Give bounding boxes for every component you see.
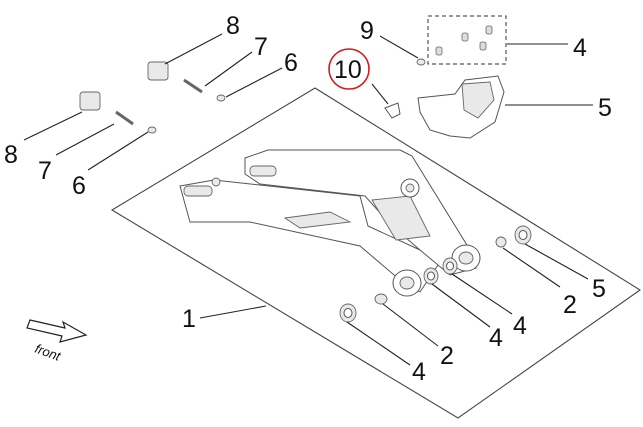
part-8-nut-block-lower xyxy=(79,91,101,111)
callout-4-d: 5 xyxy=(592,275,606,303)
callout-4-c: 4 xyxy=(513,312,527,340)
bearings xyxy=(339,225,532,323)
callout-7-lower: 7 xyxy=(38,157,52,185)
front-label: front xyxy=(33,341,64,364)
part-8-nut-block-upper xyxy=(147,61,169,81)
callout-7-upper: 7 xyxy=(254,33,268,61)
callout-1: 1 xyxy=(182,305,196,333)
callout-2-b: 2 xyxy=(563,291,577,319)
part-7-bolt-upper xyxy=(183,78,203,94)
callout-8-upper: 8 xyxy=(226,12,240,40)
callout-2-a: 2 xyxy=(440,342,454,370)
callout-5: 5 xyxy=(598,94,612,122)
callout-6-upper: 6 xyxy=(284,49,298,77)
callout-8-lower: 8 xyxy=(4,141,18,169)
callout-4-a: 4 xyxy=(412,358,426,386)
part-10-bracket xyxy=(384,102,401,119)
part-9-washer xyxy=(416,58,426,66)
part-6-nut-upper xyxy=(216,94,226,102)
part-5-guard xyxy=(417,75,505,139)
callout-3: 4 xyxy=(573,34,587,62)
part-6-nut-lower xyxy=(147,126,157,134)
leader-lines xyxy=(23,33,593,366)
front-arrow-icon xyxy=(26,319,88,343)
callout-6-lower: 6 xyxy=(72,172,86,200)
part-3-screws xyxy=(435,25,493,56)
swingarm xyxy=(179,149,481,297)
callout-10: 10 xyxy=(334,56,362,84)
callout-9: 9 xyxy=(360,17,374,45)
part-3-dashed-box xyxy=(427,15,507,65)
part-7-bolt-lower xyxy=(115,110,134,126)
highlight-circle xyxy=(328,48,370,90)
callout-4-b: 4 xyxy=(489,324,503,352)
